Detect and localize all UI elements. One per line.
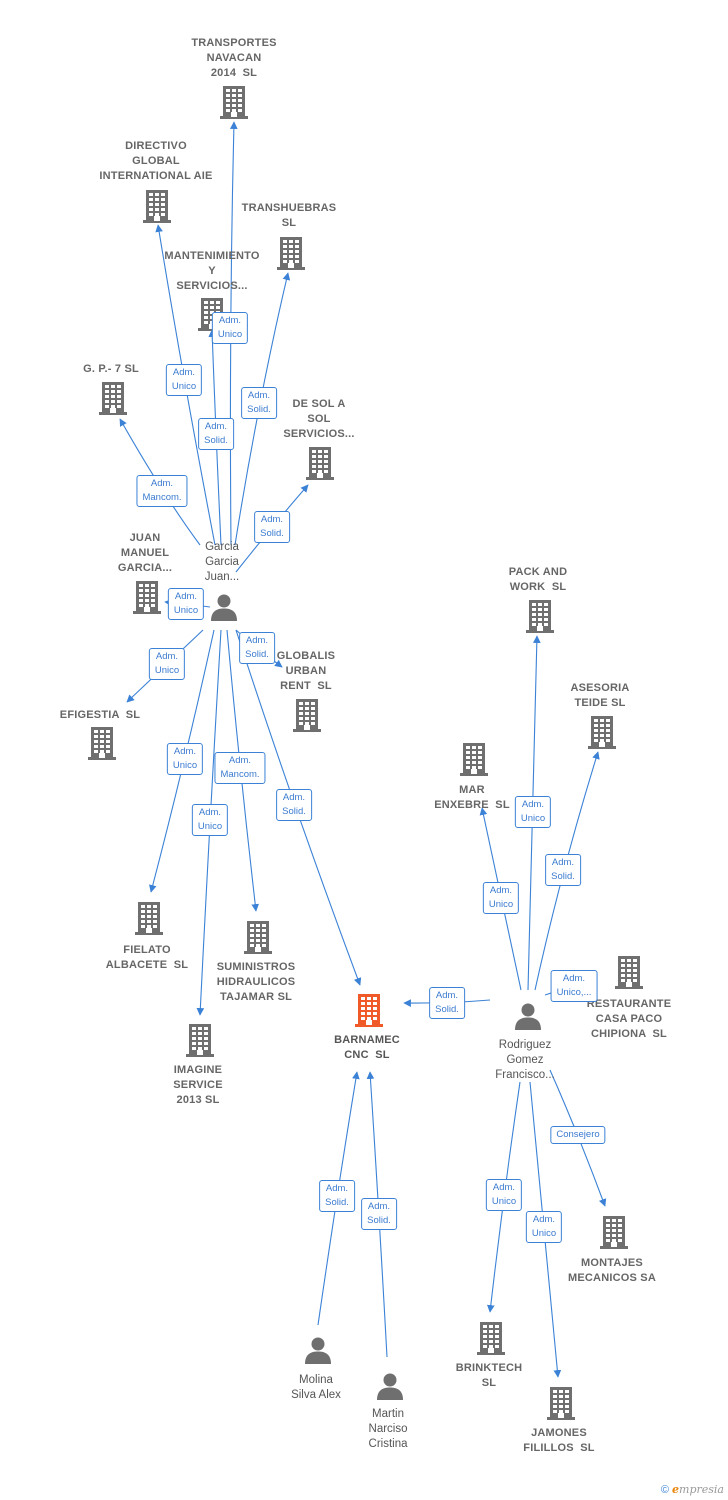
node-label-garcia: Garcia Garcia Juan... bbox=[204, 541, 240, 583]
edge-label-garcia-gp7[interactable]: Adm. Mancom. bbox=[136, 475, 188, 507]
person-icon[interactable] bbox=[514, 1002, 542, 1035]
node-label-gp7: G. P.- 7 SL bbox=[83, 363, 139, 375]
node-juanmanuel[interactable]: JUAN MANUEL GARCIA... bbox=[118, 531, 172, 576]
edge-label-garcia-transportes[interactable]: Adm. Unico bbox=[211, 312, 249, 344]
node-gp7[interactable]: G. P.- 7 SL bbox=[83, 362, 139, 377]
edge-label-rodriguez-asesoria[interactable]: Adm. Solid. bbox=[545, 854, 581, 886]
node-label-jamones: JAMONES FILILLOS SL bbox=[523, 1427, 595, 1454]
building-icon[interactable] bbox=[98, 381, 128, 420]
edge-label-garcia-globalis[interactable]: Adm. Solid. bbox=[239, 632, 275, 664]
node-directivo[interactable]: DIRECTIVO GLOBAL INTERNATIONAL AIE bbox=[99, 139, 212, 184]
building-icon[interactable] bbox=[614, 955, 644, 994]
building-icon[interactable] bbox=[587, 715, 617, 754]
person-icon[interactable] bbox=[376, 1372, 404, 1405]
brand-logo[interactable]: empresia bbox=[672, 1483, 724, 1496]
edge-label-rodriguez-jamones[interactable]: Adm. Unico bbox=[525, 1211, 563, 1243]
building-icon[interactable] bbox=[142, 189, 172, 228]
node-molina[interactable]: Molina Silva Alex bbox=[291, 1373, 341, 1403]
edge-label-rodriguez-packwork[interactable]: Adm. Unico bbox=[514, 796, 552, 828]
node-label-packwork: PACK AND WORK SL bbox=[508, 566, 568, 593]
building-icon[interactable] bbox=[476, 1321, 506, 1360]
node-martin[interactable]: Martin Narciso Cristina bbox=[369, 1407, 408, 1452]
edge-label-garcia-imagine[interactable]: Adm. Unico bbox=[191, 804, 229, 836]
node-efigestia[interactable]: EFIGESTIA SL bbox=[60, 708, 140, 723]
node-globalis[interactable]: GLOBALIS URBAN RENT SL bbox=[277, 649, 335, 694]
node-label-juanmanuel: JUAN MANUEL GARCIA... bbox=[117, 532, 173, 574]
node-label-marexnebre: MAR ENXEBRE SL bbox=[434, 784, 510, 811]
node-label-globalis: GLOBALIS URBAN RENT SL bbox=[276, 650, 336, 692]
edge-label-rodriguez-barnamec[interactable]: Adm. Solid. bbox=[429, 987, 465, 1019]
node-label-martin: Martin Narciso Cristina bbox=[368, 1408, 408, 1450]
edge-label-garcia-barnamec[interactable]: Adm. Solid. bbox=[276, 789, 312, 821]
node-label-mantenimiento: MANTENIMIENTO Y SERVICIOS... bbox=[164, 250, 260, 292]
node-brinktech[interactable]: BRINKTECH SL bbox=[456, 1361, 523, 1391]
node-suministros[interactable]: SUMINISTROS HIDRAULICOS TAJAMAR SL bbox=[217, 960, 296, 1005]
node-mantenimiento[interactable]: MANTENIMIENTO Y SERVICIOS... bbox=[164, 249, 259, 294]
node-label-transhuebras: TRANSHUEBRAS SL bbox=[241, 202, 337, 229]
node-label-imagine: IMAGINE SERVICE 2013 SL bbox=[173, 1064, 223, 1106]
building-icon[interactable] bbox=[525, 599, 555, 638]
node-label-montajes: MONTAJES MECANICOS SA bbox=[568, 1257, 656, 1284]
building-icon[interactable] bbox=[134, 901, 164, 940]
building-icon[interactable] bbox=[305, 446, 335, 485]
edge-label-garcia-efigestia[interactable]: Adm. Unico bbox=[148, 648, 186, 680]
node-label-directivo: DIRECTIVO GLOBAL INTERNATIONAL AIE bbox=[99, 140, 213, 182]
node-label-fielato: FIELATO ALBACETE SL bbox=[105, 944, 189, 971]
copyright-symbol: © bbox=[660, 1484, 669, 1496]
node-label-desol: DE SOL A SOL SERVICIOS... bbox=[283, 398, 355, 440]
edge-label-rodriguez-brinktech[interactable]: Adm. Unico bbox=[485, 1179, 523, 1211]
node-label-brinktech: BRINKTECH SL bbox=[455, 1362, 523, 1389]
building-icon[interactable] bbox=[219, 85, 249, 124]
edge-label-garcia-desol[interactable]: Adm. Solid. bbox=[254, 511, 290, 543]
node-desol[interactable]: DE SOL A SOL SERVICIOS... bbox=[283, 397, 354, 442]
edge-label-molina-barnamec[interactable]: Adm. Solid. bbox=[319, 1180, 355, 1212]
building-icon[interactable] bbox=[243, 920, 273, 959]
node-montajes[interactable]: MONTAJES MECANICOS SA bbox=[568, 1256, 656, 1286]
edge-label-rodriguez-restaurante[interactable]: Adm. Unico,... bbox=[550, 970, 598, 1002]
edge-label-rodriguez-marexnebre[interactable]: Adm. Unico bbox=[482, 882, 520, 914]
building-icon[interactable] bbox=[354, 993, 384, 1032]
edge-label-garcia-fielato[interactable]: Adm. Unico bbox=[166, 743, 204, 775]
node-label-asesoria: ASESORIA TEIDE SL bbox=[570, 682, 630, 709]
building-icon[interactable] bbox=[87, 726, 117, 765]
edge-label-garcia-transhuebras[interactable]: Adm. Solid. bbox=[241, 387, 277, 419]
node-label-restaurante: RESTAURANTE CASA PACO CHIPIONA SL bbox=[586, 998, 672, 1040]
building-icon[interactable] bbox=[185, 1023, 215, 1062]
edge-label-martin-barnamec[interactable]: Adm. Solid. bbox=[361, 1198, 397, 1230]
building-icon[interactable] bbox=[132, 580, 162, 619]
edge-label-garcia-juanmanuel[interactable]: Adm. Unico bbox=[167, 588, 205, 620]
node-barnamec[interactable]: BARNAMEC CNC SL bbox=[334, 1033, 400, 1063]
node-imagine[interactable]: IMAGINE SERVICE 2013 SL bbox=[173, 1063, 223, 1108]
node-transhuebras[interactable]: TRANSHUEBRAS SL bbox=[242, 201, 337, 231]
edge-label-rodriguez-montajes[interactable]: Consejero bbox=[550, 1126, 606, 1144]
node-fielato[interactable]: FIELATO ALBACETE SL bbox=[106, 943, 188, 973]
person-icon[interactable] bbox=[210, 593, 238, 626]
building-icon[interactable] bbox=[292, 698, 322, 737]
person-icon[interactable] bbox=[304, 1336, 332, 1369]
node-label-transportes: TRANSPORTES NAVACAN 2014 SL bbox=[191, 37, 277, 79]
node-label-suministros: SUMINISTROS HIDRAULICOS TAJAMAR SL bbox=[216, 961, 296, 1003]
building-icon[interactable] bbox=[546, 1386, 576, 1425]
node-marexnebre[interactable]: MAR ENXEBRE SL bbox=[434, 783, 510, 813]
building-icon[interactable] bbox=[276, 236, 306, 275]
node-label-barnamec: BARNAMEC CNC SL bbox=[334, 1034, 400, 1061]
node-garcia[interactable]: Garcia Garcia Juan... bbox=[205, 540, 240, 585]
node-asesoria[interactable]: ASESORIA TEIDE SL bbox=[570, 681, 629, 711]
edge-label-garcia-directivo[interactable]: Adm. Unico bbox=[165, 364, 203, 396]
node-restaurante[interactable]: RESTAURANTE CASA PACO CHIPIONA SL bbox=[587, 997, 672, 1042]
footer: © empresia bbox=[661, 1483, 724, 1496]
building-icon[interactable] bbox=[459, 742, 489, 781]
building-icon[interactable] bbox=[599, 1215, 629, 1254]
node-transportes[interactable]: TRANSPORTES NAVACAN 2014 SL bbox=[191, 36, 276, 81]
edge-label-garcia-mantenimiento[interactable]: Adm. Solid. bbox=[198, 418, 234, 450]
edge-label-garcia-suministros[interactable]: Adm. Mancom. bbox=[214, 752, 266, 784]
node-rodriguez[interactable]: Rodriguez Gomez Francisco... bbox=[495, 1038, 554, 1083]
node-label-molina: Molina Silva Alex bbox=[291, 1374, 341, 1401]
node-jamones[interactable]: JAMONES FILILLOS SL bbox=[523, 1426, 594, 1456]
node-packwork[interactable]: PACK AND WORK SL bbox=[509, 565, 567, 595]
node-label-rodriguez: Rodriguez Gomez Francisco... bbox=[495, 1039, 555, 1081]
node-label-efigestia: EFIGESTIA SL bbox=[59, 709, 141, 721]
